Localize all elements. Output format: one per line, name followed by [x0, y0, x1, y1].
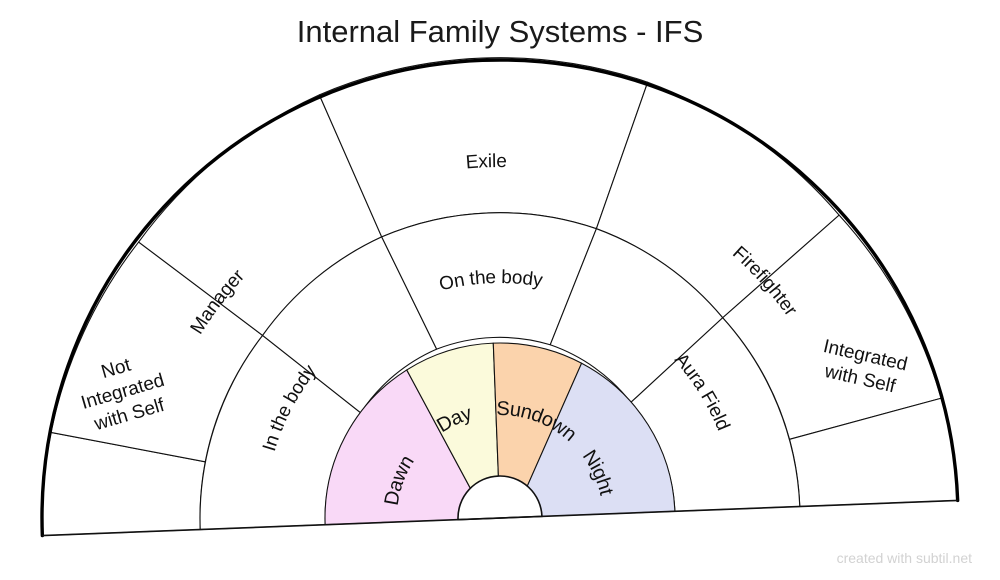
middle-segment-on-the-body[interactable]: [381, 209, 601, 351]
outer-label-exile-text: Exile: [465, 150, 508, 173]
center-hub: [457, 475, 543, 521]
fan-diagram: Not Integrated with Self Manager Exile F…: [40, 57, 960, 538]
page-title: Internal Family Systems - IFS: [297, 14, 704, 49]
middle-ring: [199, 209, 801, 531]
credit-text: created with subtil.net: [837, 550, 973, 566]
outer-rim-arc: [40, 58, 960, 538]
outer-label-exile: Exile: [465, 150, 508, 173]
outer-ring: [40, 57, 960, 538]
baseline: [42, 499, 958, 537]
inner-ring: [324, 342, 676, 526]
